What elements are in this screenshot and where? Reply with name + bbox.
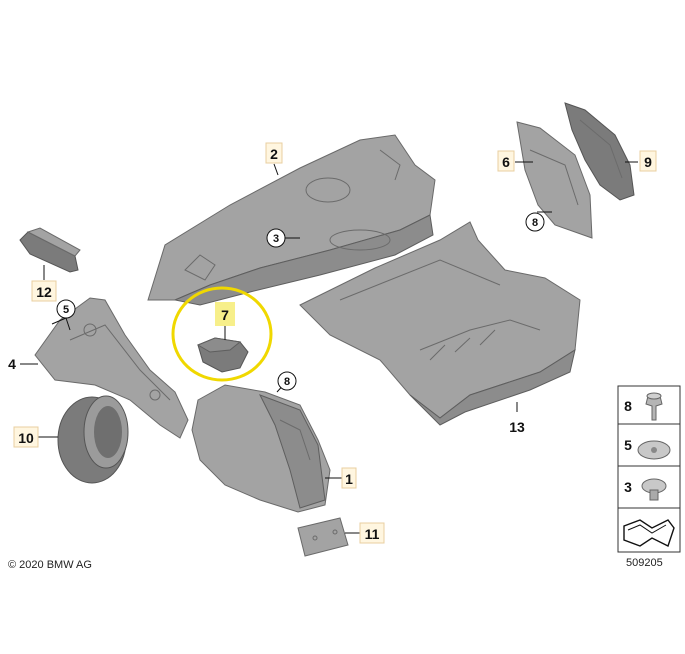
svg-text:9: 9 <box>644 154 652 170</box>
svg-text:7: 7 <box>221 307 229 323</box>
svg-text:8: 8 <box>532 217 538 229</box>
part-4-side-trim-left <box>34 297 189 439</box>
callout-4: 4 <box>8 356 16 372</box>
highlight-circle <box>171 286 273 382</box>
callout-7: 7 <box>215 302 235 326</box>
svg-text:4: 4 <box>8 356 16 372</box>
svg-text:2: 2 <box>270 146 278 162</box>
svg-text:6: 6 <box>502 154 510 170</box>
callout-13: 13 <box>509 419 525 435</box>
fastener-legend: 8 5 3 <box>617 385 681 553</box>
part-2-rear-panel <box>147 134 436 306</box>
svg-text:11: 11 <box>365 526 380 542</box>
svg-text:10: 10 <box>18 430 34 446</box>
rivet-icon <box>645 395 663 421</box>
svg-text:5: 5 <box>63 304 69 316</box>
part-12-handle <box>19 227 81 273</box>
callout-8b: 8 <box>277 371 297 391</box>
svg-text:3: 3 <box>273 233 279 245</box>
legend-item-5: 5 <box>624 437 671 460</box>
callout-12: 12 <box>31 280 57 302</box>
part-6-side-trim <box>516 121 593 239</box>
callout-11: 11 <box>359 522 385 544</box>
svg-text:5: 5 <box>624 437 632 453</box>
svg-text:8: 8 <box>624 398 632 414</box>
part-13-floor-trim <box>299 221 581 426</box>
legend-item-ref <box>623 519 675 547</box>
callout-2: 2 <box>265 142 283 164</box>
copyright-text: © 2020 BMW AG <box>8 559 92 571</box>
legend-item-8: 8 <box>624 392 663 421</box>
callout-9: 9 <box>639 150 657 172</box>
callout-8a: 8 <box>525 212 545 232</box>
diagram-number: 509205 <box>626 557 663 569</box>
legend-item-3: 3 <box>624 478 667 501</box>
part-9-cover <box>564 102 635 201</box>
callout-1: 1 <box>341 467 357 489</box>
svg-text:8: 8 <box>284 376 290 388</box>
part-10-speaker-ring <box>57 395 129 484</box>
svg-text:13: 13 <box>509 419 525 435</box>
callout-6: 6 <box>497 150 515 172</box>
svg-text:3: 3 <box>624 479 632 495</box>
callout-5: 5 <box>56 299 76 319</box>
svg-text:1: 1 <box>345 471 353 487</box>
svg-text:12: 12 <box>36 284 52 300</box>
callout-3: 3 <box>266 228 286 248</box>
part-1-side-trim-right <box>191 384 331 513</box>
part-7-small-cover <box>196 337 249 373</box>
part-11-plate <box>297 517 349 557</box>
callout-10: 10 <box>13 426 39 448</box>
